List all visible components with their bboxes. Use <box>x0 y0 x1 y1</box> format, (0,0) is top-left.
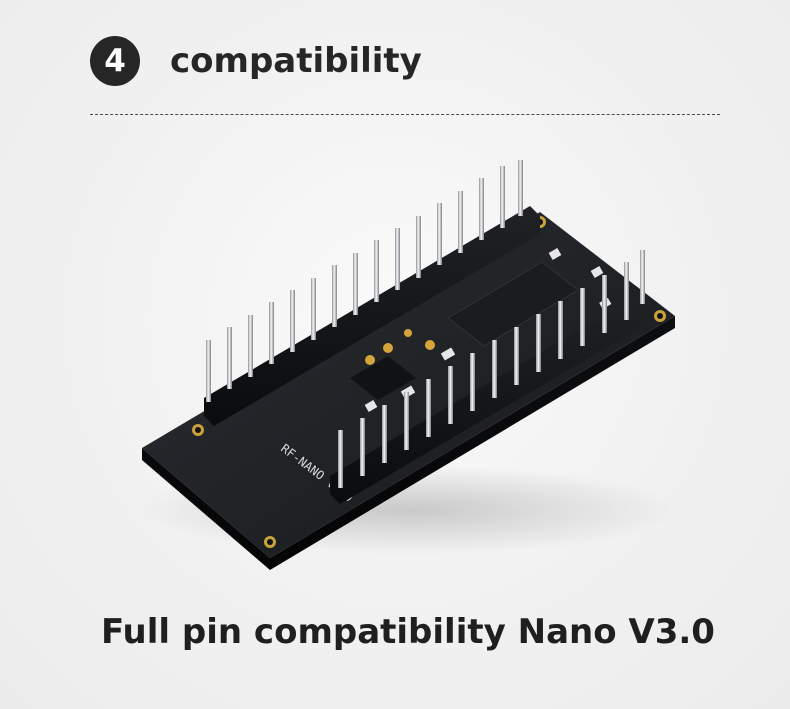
smd-component <box>364 400 378 412</box>
mounting-hole <box>657 313 663 319</box>
mounting-hole <box>267 539 273 545</box>
gold-pad <box>365 355 375 365</box>
pin-header-back <box>204 206 540 426</box>
smd-component <box>590 266 604 278</box>
step-number: 4 <box>104 43 126 79</box>
section-header: 4 compatibility <box>90 36 422 86</box>
pin-row-back <box>206 160 523 402</box>
step-number-badge: 4 <box>90 36 140 86</box>
pin-row-front <box>338 250 645 488</box>
mounting-hole <box>195 427 201 433</box>
gold-pad <box>425 340 435 350</box>
gold-pad <box>383 343 393 353</box>
caption: Full pin compatibility Nano V3.0 <box>101 612 715 652</box>
usb-serial-chip <box>447 261 579 347</box>
smd-component <box>440 347 456 361</box>
smd-component <box>548 248 562 260</box>
dashed-divider <box>90 114 720 115</box>
rf-nano-board-image: RF-NANO V3.0 <box>140 160 680 570</box>
section-title: compatibility <box>170 41 422 81</box>
gold-pad <box>404 329 412 337</box>
rf-chip <box>350 356 416 400</box>
pin-header-front <box>330 294 650 504</box>
